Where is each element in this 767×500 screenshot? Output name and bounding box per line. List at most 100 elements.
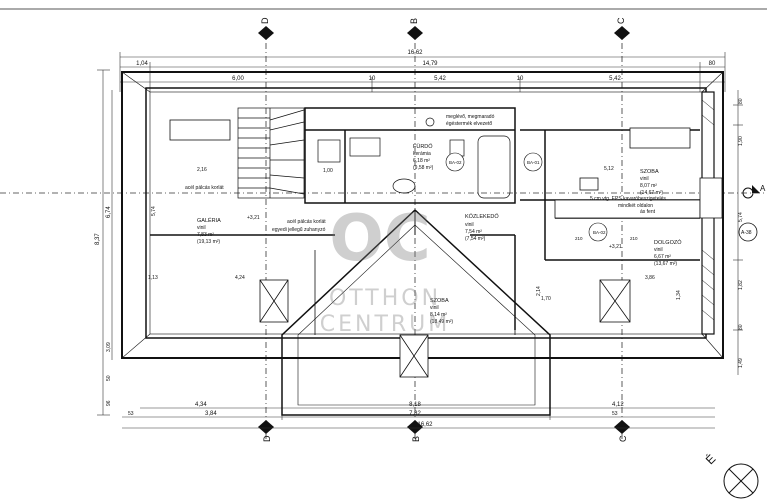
watermark-line-1: OTTHON: [329, 286, 441, 311]
dim-row2-e: 5,42: [609, 76, 621, 82]
svg-text:6,18 m²: 6,18 m²: [413, 158, 430, 164]
dim-inner-top: 14,79: [422, 61, 438, 67]
dim-bottom-total: 16,62: [417, 422, 433, 428]
note-bath-2: égéstermék elvezető: [446, 121, 492, 127]
room-label-kozlekedo: KÖZLEKEDŐ vinil 7,54 m² (7,54 m²): [465, 213, 499, 242]
dim-left-c: 96: [106, 400, 112, 406]
dim-bottom-g: 53: [612, 411, 618, 417]
section-label-c-top: C: [616, 17, 626, 24]
dim-bottom-c: 4,12: [612, 402, 624, 408]
svg-text:(19,13 m²): (19,13 m²): [197, 239, 220, 245]
bathroom-fixtures: [317, 117, 511, 199]
svg-text:(13,67 m²): (13,67 m²): [654, 261, 677, 267]
dim-top-right: 80: [709, 61, 716, 67]
svg-text:(7,54 m²): (7,54 m²): [465, 236, 486, 242]
dim-misc-3-86: 3,86: [645, 275, 655, 281]
dim-misc-5-12: 5,12: [604, 166, 614, 172]
note-wall-1: 5 cm vtg. EPS kavaróbeszigetelés: [590, 196, 666, 202]
dim-row2-d: 10: [517, 76, 524, 82]
dim-row2-b: 10: [369, 76, 376, 82]
dim-row2-c: 5,42: [434, 76, 446, 82]
tag-ba02-b: BA-02: [593, 230, 606, 235]
room-label-szoba-2: SZOBA vinil 8,14 m² (18,49 m²): [430, 298, 453, 325]
dimension-lines-bottom: [122, 403, 715, 429]
dim-right-f: 1,49: [738, 358, 744, 368]
dim-misc-5-74: 5,74: [151, 206, 157, 216]
north-arrow: É: [702, 451, 759, 499]
svg-text:8,14 m²: 8,14 m²: [430, 312, 447, 318]
svg-text:8,07 m²: 8,07 m²: [640, 183, 657, 189]
svg-text:KÖZLEKEDŐ: KÖZLEKEDŐ: [465, 213, 499, 220]
note-handrail-1: acél pálcás korlát: [185, 185, 224, 191]
section-label-b-bottom: B: [411, 436, 421, 442]
dim-bottom-d: 53: [128, 411, 134, 417]
watermark-logo: OC: [329, 202, 430, 276]
skylights: [169, 119, 691, 378]
svg-text:7,83 m²: 7,83 m²: [197, 232, 214, 238]
dim-right-b: 1,90: [738, 136, 744, 146]
note-wall-3: ás fent: [640, 209, 656, 215]
section-marker-c-top: C: [614, 17, 630, 40]
north-label: É: [702, 451, 718, 467]
dim-right-e: 1,82: [738, 280, 744, 290]
svg-text:DOLGOZÓ: DOLGOZÓ: [654, 239, 682, 246]
dormer-roof: [281, 208, 551, 416]
section-label-d-bottom: D: [262, 435, 272, 442]
tag-ba01: BA-01: [527, 160, 540, 165]
section-wall-detail: [554, 177, 723, 219]
door-height-b: 210: [630, 236, 638, 241]
dimension-lines-top: [119, 52, 726, 92]
dim-left-a: 3,09: [106, 342, 112, 352]
dim-height-total: 8,37: [95, 233, 101, 245]
note-handrail-2: acél pálcás korlát: [287, 219, 326, 225]
room-label-dolgozo: DOLGOZÓ vinil 6,67 m² (13,67 m²): [654, 239, 682, 267]
dim-misc-4-24: 4,24: [235, 275, 245, 281]
room-label-furdo: FÜRDŐ kerámia 6,18 m² (9,58 m²): [413, 143, 434, 171]
section-label-b-top: B: [409, 18, 419, 24]
roof-slope-lines: [121, 71, 724, 359]
svg-text:vinil: vinil: [654, 247, 663, 253]
tag-ba02-a: BA-02: [449, 160, 462, 165]
level-mark-left: +3,21: [247, 215, 260, 221]
dim-top-left: 1,04: [136, 61, 148, 67]
svg-text:FÜRDŐ: FÜRDŐ: [413, 143, 433, 150]
dimension-lines-left: [97, 69, 113, 416]
room-label-galeria: GALÉRIA vinil 7,83 m² (19,13 m²): [197, 217, 221, 245]
section-marker-d-top: D: [258, 17, 274, 40]
dim-misc-1-00: 1,00: [323, 168, 333, 174]
section-marker-b-top: B: [407, 18, 423, 40]
svg-text:kerámia: kerámia: [413, 151, 431, 157]
dim-bottom-a: 4,34: [195, 402, 207, 408]
dim-bottom-f: 7,82: [409, 411, 421, 417]
svg-text:(18,49 m²): (18,49 m²): [430, 319, 453, 325]
dimension-lines-right: [733, 90, 743, 375]
staircase: [237, 107, 305, 199]
dim-total-top: 16,62: [407, 50, 423, 56]
section-marker-c-bottom: C: [614, 420, 630, 442]
section-marker-d-bottom: D: [258, 420, 274, 442]
svg-text:(9,58 m²): (9,58 m²): [413, 165, 434, 171]
section-marker-b-bottom: B: [407, 420, 423, 442]
svg-text:vinil: vinil: [430, 305, 439, 311]
dim-misc-2-16: 2,16: [197, 167, 207, 173]
dim-left-b: 50: [106, 375, 112, 381]
tag-circles: [445, 152, 608, 242]
dim-row2-a: 6,00: [232, 76, 244, 82]
section-marker-a: A A-38: [738, 184, 766, 242]
watermark-line-2: CENTRUM: [320, 312, 451, 337]
svg-text:7,54 m²: 7,54 m²: [465, 229, 482, 235]
dim-misc-2-14: 2,14: [536, 286, 542, 296]
level-mark-right: +3,21: [609, 244, 622, 250]
section-label-c-bottom: C: [618, 435, 628, 442]
dim-misc-1-34: 1,34: [676, 290, 682, 300]
dim-right-d: 80: [738, 324, 744, 330]
section-label-d-top: D: [260, 17, 270, 24]
svg-text:SZOBA: SZOBA: [640, 169, 659, 175]
dim-misc-1-70: 1,70: [541, 296, 551, 302]
svg-text:6,67 m²: 6,67 m²: [654, 254, 671, 260]
dim-right-a: 80: [738, 98, 744, 104]
svg-text:(14,67 m²): (14,67 m²): [640, 190, 663, 196]
dim-bottom-e: 3,84: [205, 411, 217, 417]
note-bath-1: meglévő, megmaradó: [446, 114, 495, 120]
